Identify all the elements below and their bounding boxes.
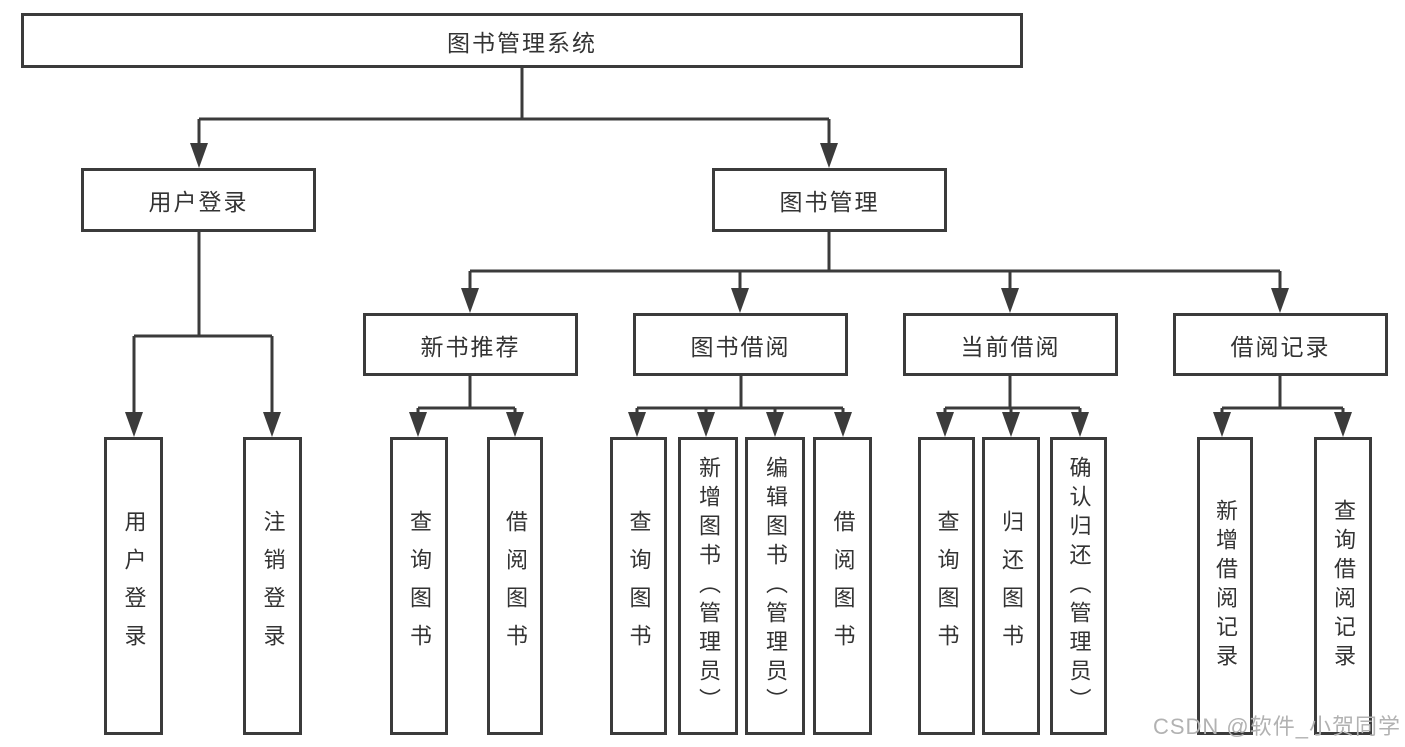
leaf-query-books-borrowing-label: 查询图书 bbox=[626, 510, 652, 662]
node-borrowing-records: 借阅记录 bbox=[1173, 313, 1388, 376]
leaf-add-borrowing-record-label: 新增借阅记录 bbox=[1213, 499, 1238, 673]
node-current-borrowing: 当前借阅 bbox=[903, 313, 1118, 376]
leaf-user-login: 用户登录 bbox=[104, 437, 163, 735]
node-new-book-recommendation: 新书推荐 bbox=[363, 313, 578, 376]
leaf-return-books: 归还图书 bbox=[982, 437, 1040, 735]
leaf-query-books-current: 查询图书 bbox=[918, 437, 975, 735]
leaf-edit-books-admin: 编辑图书（管理员） bbox=[745, 437, 805, 735]
leaf-borrow-books-label: 借阅图书 bbox=[830, 510, 856, 662]
leaf-logout-label: 注销登录 bbox=[260, 510, 286, 662]
leaf-query-books-borrowing: 查询图书 bbox=[610, 437, 667, 735]
leaf-borrow-books: 借阅图书 bbox=[813, 437, 872, 735]
leaf-borrow-books-recommendation-label: 借阅图书 bbox=[503, 510, 528, 662]
connector-stems bbox=[132, 68, 1345, 418]
leaf-query-books-recommendation: 查询图书 bbox=[390, 437, 448, 735]
leaf-add-borrowing-record: 新增借阅记录 bbox=[1197, 437, 1253, 735]
leaf-query-books-current-label: 查询图书 bbox=[934, 510, 960, 662]
watermark: CSDN @软件_小贺同学 bbox=[1152, 714, 1401, 739]
node-book-management: 图书管理 bbox=[712, 168, 947, 232]
leaf-logout: 注销登录 bbox=[243, 437, 302, 735]
leaf-confirm-return-admin-label: 确认归还（管理员） bbox=[1066, 455, 1092, 717]
node-user-login: 用户登录 bbox=[81, 168, 316, 232]
arrowhead-icons bbox=[125, 143, 1352, 437]
leaf-confirm-return-admin: 确认归还（管理员） bbox=[1050, 437, 1107, 735]
leaf-return-books-label: 归还图书 bbox=[999, 510, 1024, 662]
leaf-query-borrowing-record-label: 查询借阅记录 bbox=[1331, 499, 1356, 673]
leaf-add-books-admin-label: 新增图书（管理员） bbox=[696, 455, 721, 717]
leaf-query-books-recommendation-label: 查询图书 bbox=[407, 510, 432, 662]
leaf-query-borrowing-record: 查询借阅记录 bbox=[1314, 437, 1372, 735]
leaf-borrow-books-recommendation: 借阅图书 bbox=[487, 437, 543, 735]
leaf-user-login-label: 用户登录 bbox=[121, 510, 147, 662]
leaf-add-books-admin: 新增图书（管理员） bbox=[678, 437, 738, 735]
node-library-management-system: 图书管理系统 bbox=[21, 13, 1023, 68]
node-book-borrowing: 图书借阅 bbox=[633, 313, 848, 376]
leaf-edit-books-admin-label: 编辑图书（管理员） bbox=[763, 455, 788, 717]
